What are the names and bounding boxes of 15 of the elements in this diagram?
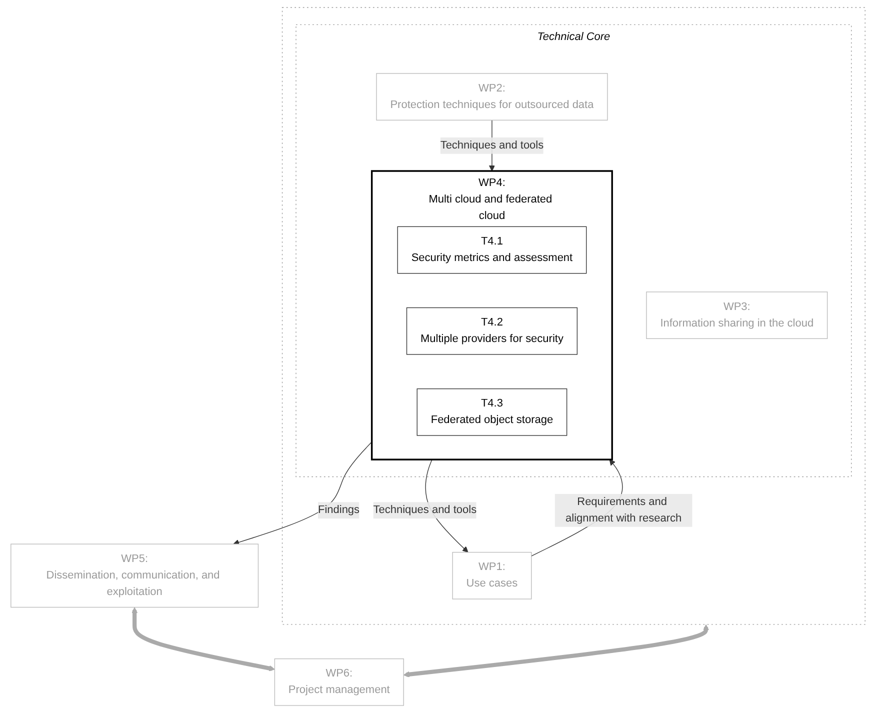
arrow [132, 607, 275, 672]
node-box: WP5: Dissemination, communication, and exploitation [10, 544, 259, 608]
edge-label: Techniques and tools [373, 504, 477, 516]
node-box: T4.3 Federated object storage [416, 388, 568, 436]
node-box: T4.1 Security metrics and assessment [397, 226, 587, 274]
node-box: WP3: Information sharing in the cloud [646, 292, 828, 339]
edge-label: Techniques and tools [440, 139, 544, 152]
node-box: WP1: Use cases [452, 552, 532, 600]
edge-label: Requirements and alignment with research [566, 496, 682, 524]
edge-label: Findings [318, 504, 360, 516]
node-box: WP2: Protection techniques for outsourced data [376, 73, 608, 120]
node-box: WP6: Project management [274, 658, 404, 706]
node-box: T4.2 Multiple providers for security [406, 307, 578, 355]
arrow [233, 442, 372, 546]
arrow [403, 624, 710, 678]
